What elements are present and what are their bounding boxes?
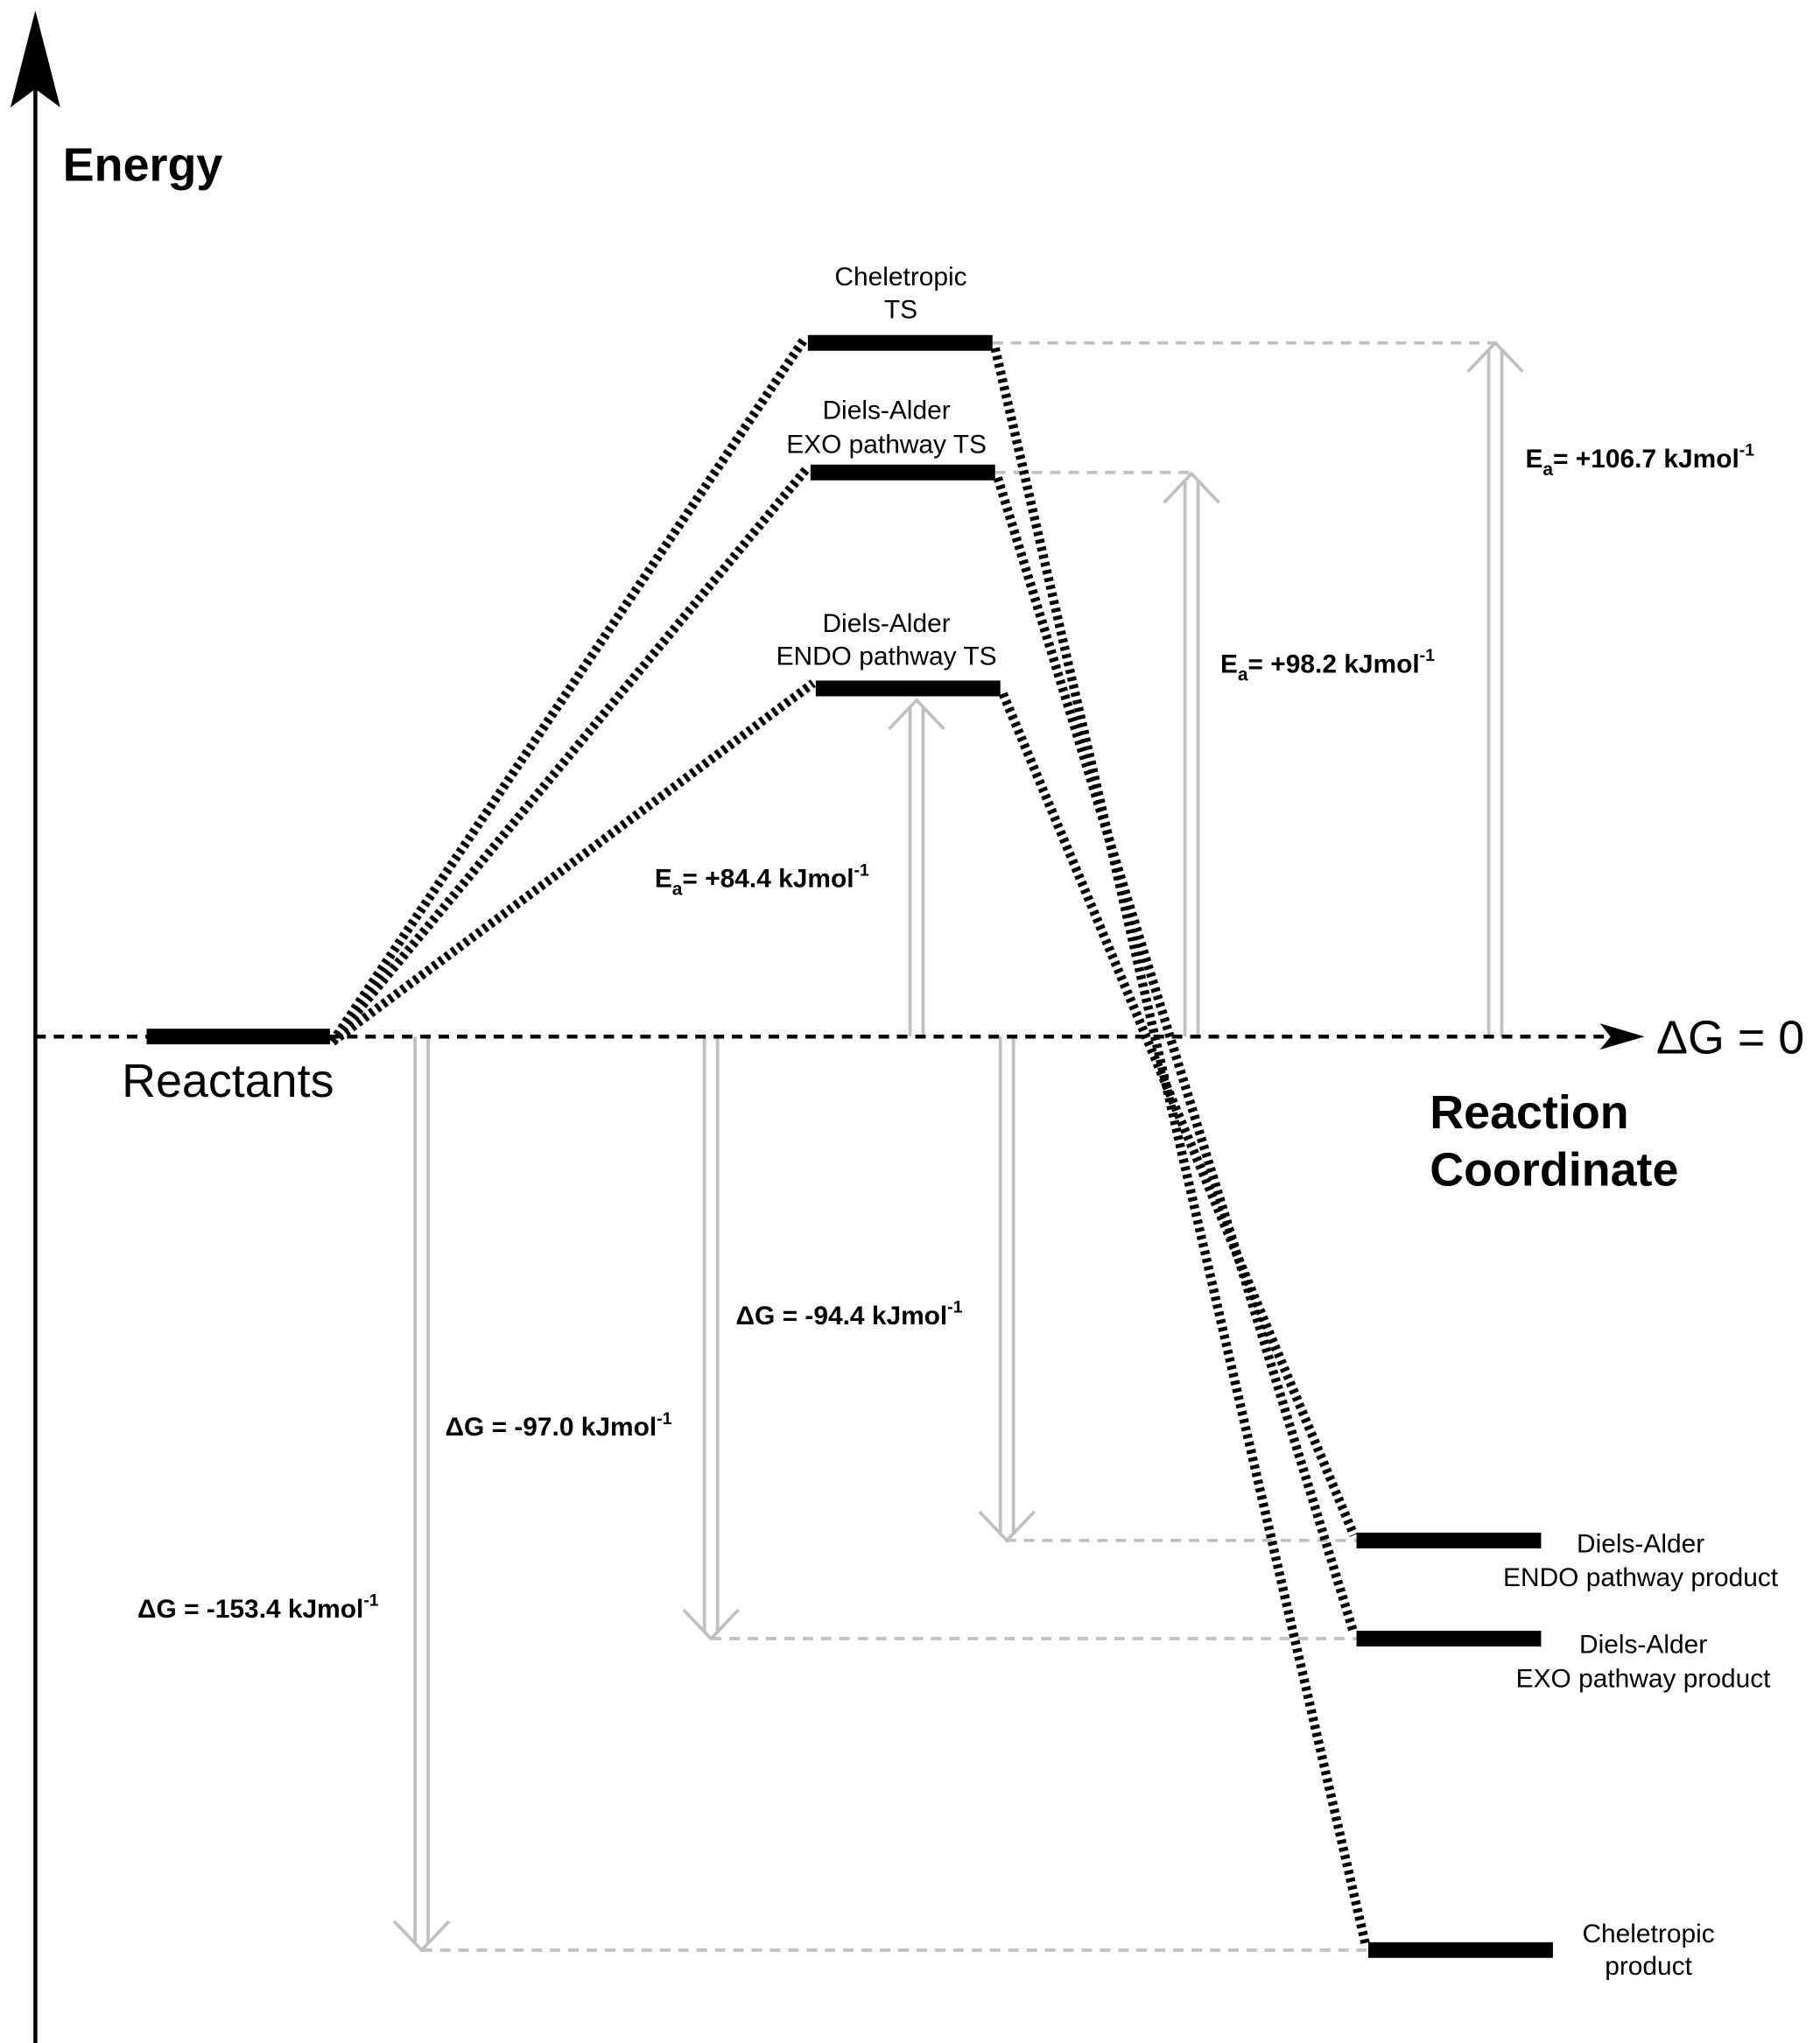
cheletropic-product-label: product <box>1605 1952 1692 1981</box>
exo-product-label: Diels-Alder <box>1579 1630 1707 1659</box>
endo-product-label: Diels-Alder <box>1577 1529 1704 1558</box>
endo-product-label: ENDO pathway product <box>1503 1563 1779 1592</box>
ea-exo-label: Ea= +98.2 kJmol-1 <box>1220 646 1435 685</box>
ea-cheletropic-label: Ea= +106.7 kJmol-1 <box>1525 440 1754 479</box>
endo-ts-label: ENDO pathway TS <box>776 642 997 671</box>
pathway-connector <box>998 692 1359 1537</box>
pathway-connector <box>328 334 810 1045</box>
dg-exo-arrow-head <box>682 1608 740 1641</box>
pathway-connector <box>328 464 812 1045</box>
x-axis-label-line1: Reaction <box>1430 1086 1628 1139</box>
exo-product-label: EXO pathway product <box>1516 1664 1772 1693</box>
cheletropic-ts-label: TS <box>884 295 917 324</box>
ea-cheletropic-arrow-head <box>1466 340 1524 373</box>
y-axis-label: Energy <box>63 138 223 191</box>
dg-exo-label: ΔG = -97.0 kJmol-1 <box>446 1409 672 1442</box>
reactants-label: Reactants <box>122 1055 334 1107</box>
pathway-connector <box>993 476 1359 1635</box>
ea-endo-arrow-head <box>888 698 945 731</box>
ea-endo-label: Ea= +84.4 kJmol-1 <box>655 860 869 899</box>
baseline-arrowhead <box>1599 1023 1645 1050</box>
energy-axis-arrowhead <box>10 10 60 108</box>
exo-ts-label: Diels-Alder <box>822 396 950 425</box>
baseline-label: ΔG = 0 <box>1656 1012 1804 1064</box>
pathway-connector <box>329 679 816 1046</box>
dg-endo-arrow-head <box>978 1510 1036 1543</box>
pathway-connector <box>990 347 1371 1947</box>
ea-exo-arrow-head <box>1163 471 1220 504</box>
x-axis-label-line2: Coordinate <box>1430 1144 1678 1197</box>
endo-ts-label: Diels-Alder <box>822 609 950 638</box>
dg-cheletropic-label: ΔG = -153.4 kJmol-1 <box>137 1591 379 1624</box>
exo-ts-label: EXO pathway TS <box>786 430 987 459</box>
dg-cheletropic-arrow-head <box>392 1920 451 1953</box>
cheletropic-product-label: Cheletropic <box>1582 1920 1714 1948</box>
dg-endo-label: ΔG = -94.4 kJmol-1 <box>736 1298 963 1330</box>
cheletropic-ts-label: Cheletropic <box>834 263 966 291</box>
